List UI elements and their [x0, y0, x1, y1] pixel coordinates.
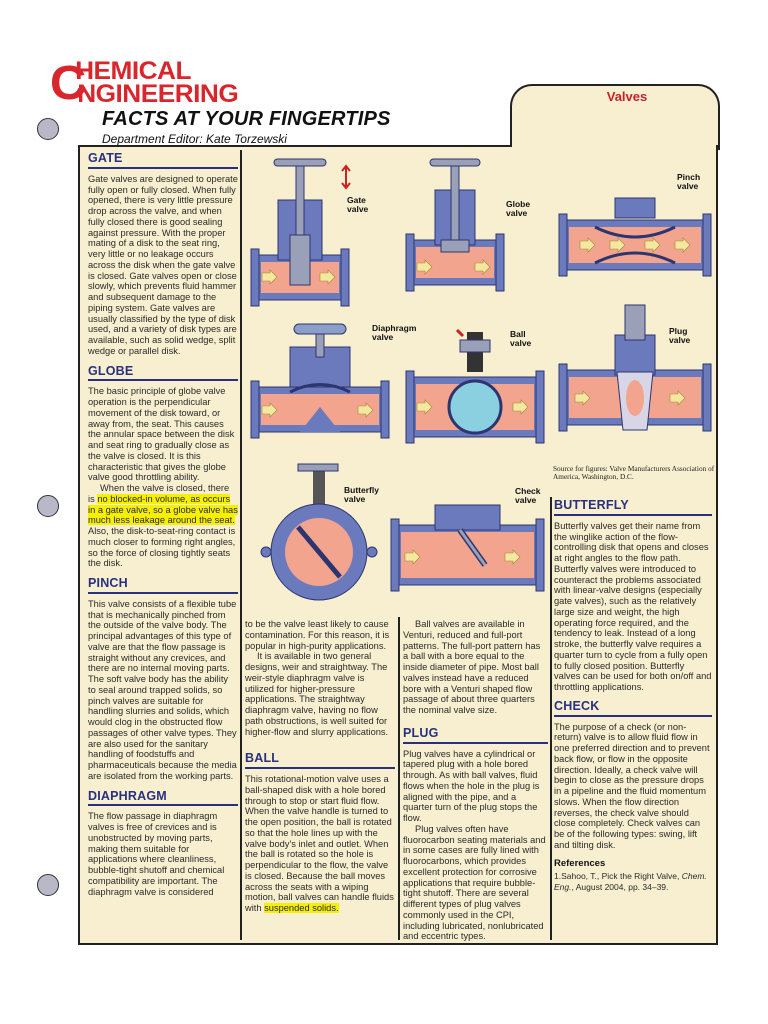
section-heading: GATE [88, 152, 238, 169]
text: When the valve is closed, there is [88, 483, 230, 504]
text: This rotational-motion valve uses a ball… [245, 774, 394, 913]
check-valve-label: Check valve [515, 486, 541, 505]
plug-valve-label: Plug valve [669, 326, 691, 345]
department-editor: Department Editor: Kate Torzewski [102, 132, 287, 146]
section-heading: BALL [245, 752, 395, 769]
series-title: FACTS AT YOUR FINGERTIPS [102, 108, 391, 130]
pinch-valve-label: Pinch valve [677, 172, 701, 191]
paragraph: Butterfly valves get their name from the… [554, 520, 712, 692]
paragraph: Plug valves often have fluorocarbon seat… [403, 823, 546, 942]
section-heading: GLOBE [88, 364, 238, 382]
globe-valve-label: Globe valve [506, 199, 531, 218]
topic-tab [510, 84, 720, 150]
paragraph: to be the valve least likely to cause co… [245, 619, 390, 651]
highlighted-text: no blocked-in volume, as occurs in a gat… [88, 493, 238, 526]
paragraph: The flow passage in diaphragm valves is … [88, 811, 225, 897]
section-gate: GATE Gate valves are designed to operate… [88, 152, 238, 357]
punch-hole [37, 874, 59, 896]
diaphragm-valve-figure [250, 323, 390, 439]
paragraph: This rotational-motion valve uses a ball… [245, 774, 395, 914]
ball-valve-figure [405, 328, 545, 444]
butterfly-valve-label: Butterfly valve [344, 485, 379, 504]
chemical-engineering-logo: C HEMICAL NGINEERING [49, 57, 239, 110]
diaphragm-valve-label: Diaphragm valve [372, 323, 417, 342]
section-butterfly: BUTTERFLY Butterfly valves get their nam… [554, 499, 712, 693]
section-heading: DIAPHRAGM [88, 789, 238, 807]
check-valve-figure [390, 504, 545, 592]
paragraph: Plug valves have a cylindrical or tapere… [403, 748, 540, 824]
paragraph: The purpose of a check (or non-return) v… [554, 721, 710, 850]
section-heading: PINCH [88, 577, 238, 594]
logo-line-1: HEMICAL [75, 57, 192, 85]
text: 1.Sahoo, T., Pick the Right Valve, [554, 871, 682, 882]
figure-source: Source for figures: Valve Manufacturers … [553, 464, 715, 481]
punch-hole [37, 495, 59, 517]
paragraph: Gate valves are designed to operate full… [88, 173, 238, 356]
paragraph: The basic principle of globe valve opera… [88, 386, 235, 483]
tab-label: Valves [606, 89, 648, 104]
plug-valve-figure [558, 304, 712, 432]
globe-valve-figure [405, 158, 505, 292]
paragraph: When the valve is closed, there is no bl… [88, 483, 238, 569]
reference-item: 1.Sahoo, T., Pick the Right Valve, Chem.… [554, 871, 712, 893]
section-pinch: PINCH This valve consists of a flexible … [88, 577, 238, 782]
text: Also, the disk-to-seat-ring contact is m… [88, 526, 236, 569]
section-globe: GLOBE The basic principle of globe valve… [88, 364, 238, 570]
logo-line-2: NGINEERING [77, 80, 239, 108]
paragraph: This valve consists of a flexible tube t… [88, 598, 237, 781]
third-column: Ball valves are available in Venturi, re… [403, 619, 548, 948]
references-heading: References [554, 857, 606, 869]
section-ball: BALL This rotational-motion valve uses a… [245, 752, 395, 914]
paragraph: It is available in two general designs, … [245, 651, 389, 737]
column-divider [550, 497, 552, 940]
middle-column: to be the valve least likely to cause co… [245, 619, 395, 920]
section-plug: PLUG Plug valves have a cylindrical or t… [403, 727, 548, 942]
column-divider [398, 617, 400, 940]
pinch-valve-figure [558, 197, 712, 277]
section-heading: PLUG [403, 727, 548, 744]
section-heading: CHECK [554, 700, 712, 717]
punch-hole [37, 118, 59, 140]
butterfly-valve-figure [260, 463, 378, 601]
gate-valve-label: Gate valve [347, 195, 369, 214]
references: References 1.Sahoo, T., Pick the Right V… [554, 857, 712, 893]
section-check: CHECK The purpose of a check (or non-ret… [554, 700, 712, 851]
logo-initial: C [49, 57, 86, 110]
ball-valve-label: Ball valve [510, 329, 532, 348]
column-divider [240, 150, 242, 940]
left-column: GATE Gate valves are designed to operate… [88, 152, 238, 903]
paragraph: Ball valves are available in Venturi, re… [403, 619, 541, 715]
section-diaphragm: DIAPHRAGM The flow passage in diaphragm … [88, 789, 238, 898]
highlighted-text: suspended solids. [264, 903, 339, 913]
tab-joint [512, 143, 716, 149]
section-heading: BUTTERFLY [554, 499, 712, 516]
text: , August 2004, pp. 34–39. [571, 882, 669, 892]
right-column: BUTTERFLY Butterfly valves get their nam… [554, 499, 712, 893]
gate-valve-figure [250, 158, 351, 307]
journal: Chem. Eng. [554, 871, 707, 892]
